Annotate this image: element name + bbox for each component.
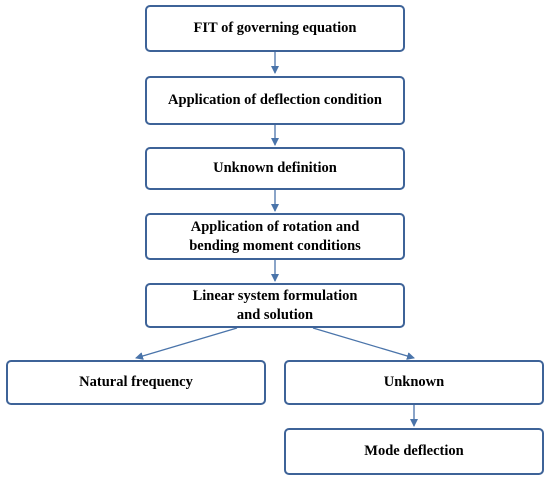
node-fit-governing-equation: FIT of governing equation [145,5,405,52]
node-unknown-definition: Unknown definition [145,147,405,190]
node-label-line-1: Linear system formulation [192,287,358,304]
node-label: Mode deflection [364,443,464,459]
node-natural-frequency: Natural frequency [6,360,266,405]
node-label: Application of deflection condition [168,92,382,108]
node-label-line-2: bending moment conditions [189,237,361,254]
node-label: Unknown definition [213,160,337,176]
node-linear-system: Linear system formulation and solution [145,283,405,328]
node-label: FIT of governing equation [193,20,357,36]
arrow-linear-system-to-natural-frequency [135,327,238,360]
node-label-line-2: and solution [236,306,314,323]
node-mode-deflection: Mode deflection [284,428,544,475]
arrow-linear-system-to-unknown [312,327,415,360]
node-label: Natural frequency [79,374,193,390]
node-label: Unknown [383,374,445,390]
node-label-line-1: Application of rotation and [190,218,360,235]
node-unknown: Unknown [284,360,544,405]
node-deflection-condition: Application of deflection condition [145,76,405,125]
node-rotation-bending-conditions: Application of rotation and bending mome… [145,213,405,260]
